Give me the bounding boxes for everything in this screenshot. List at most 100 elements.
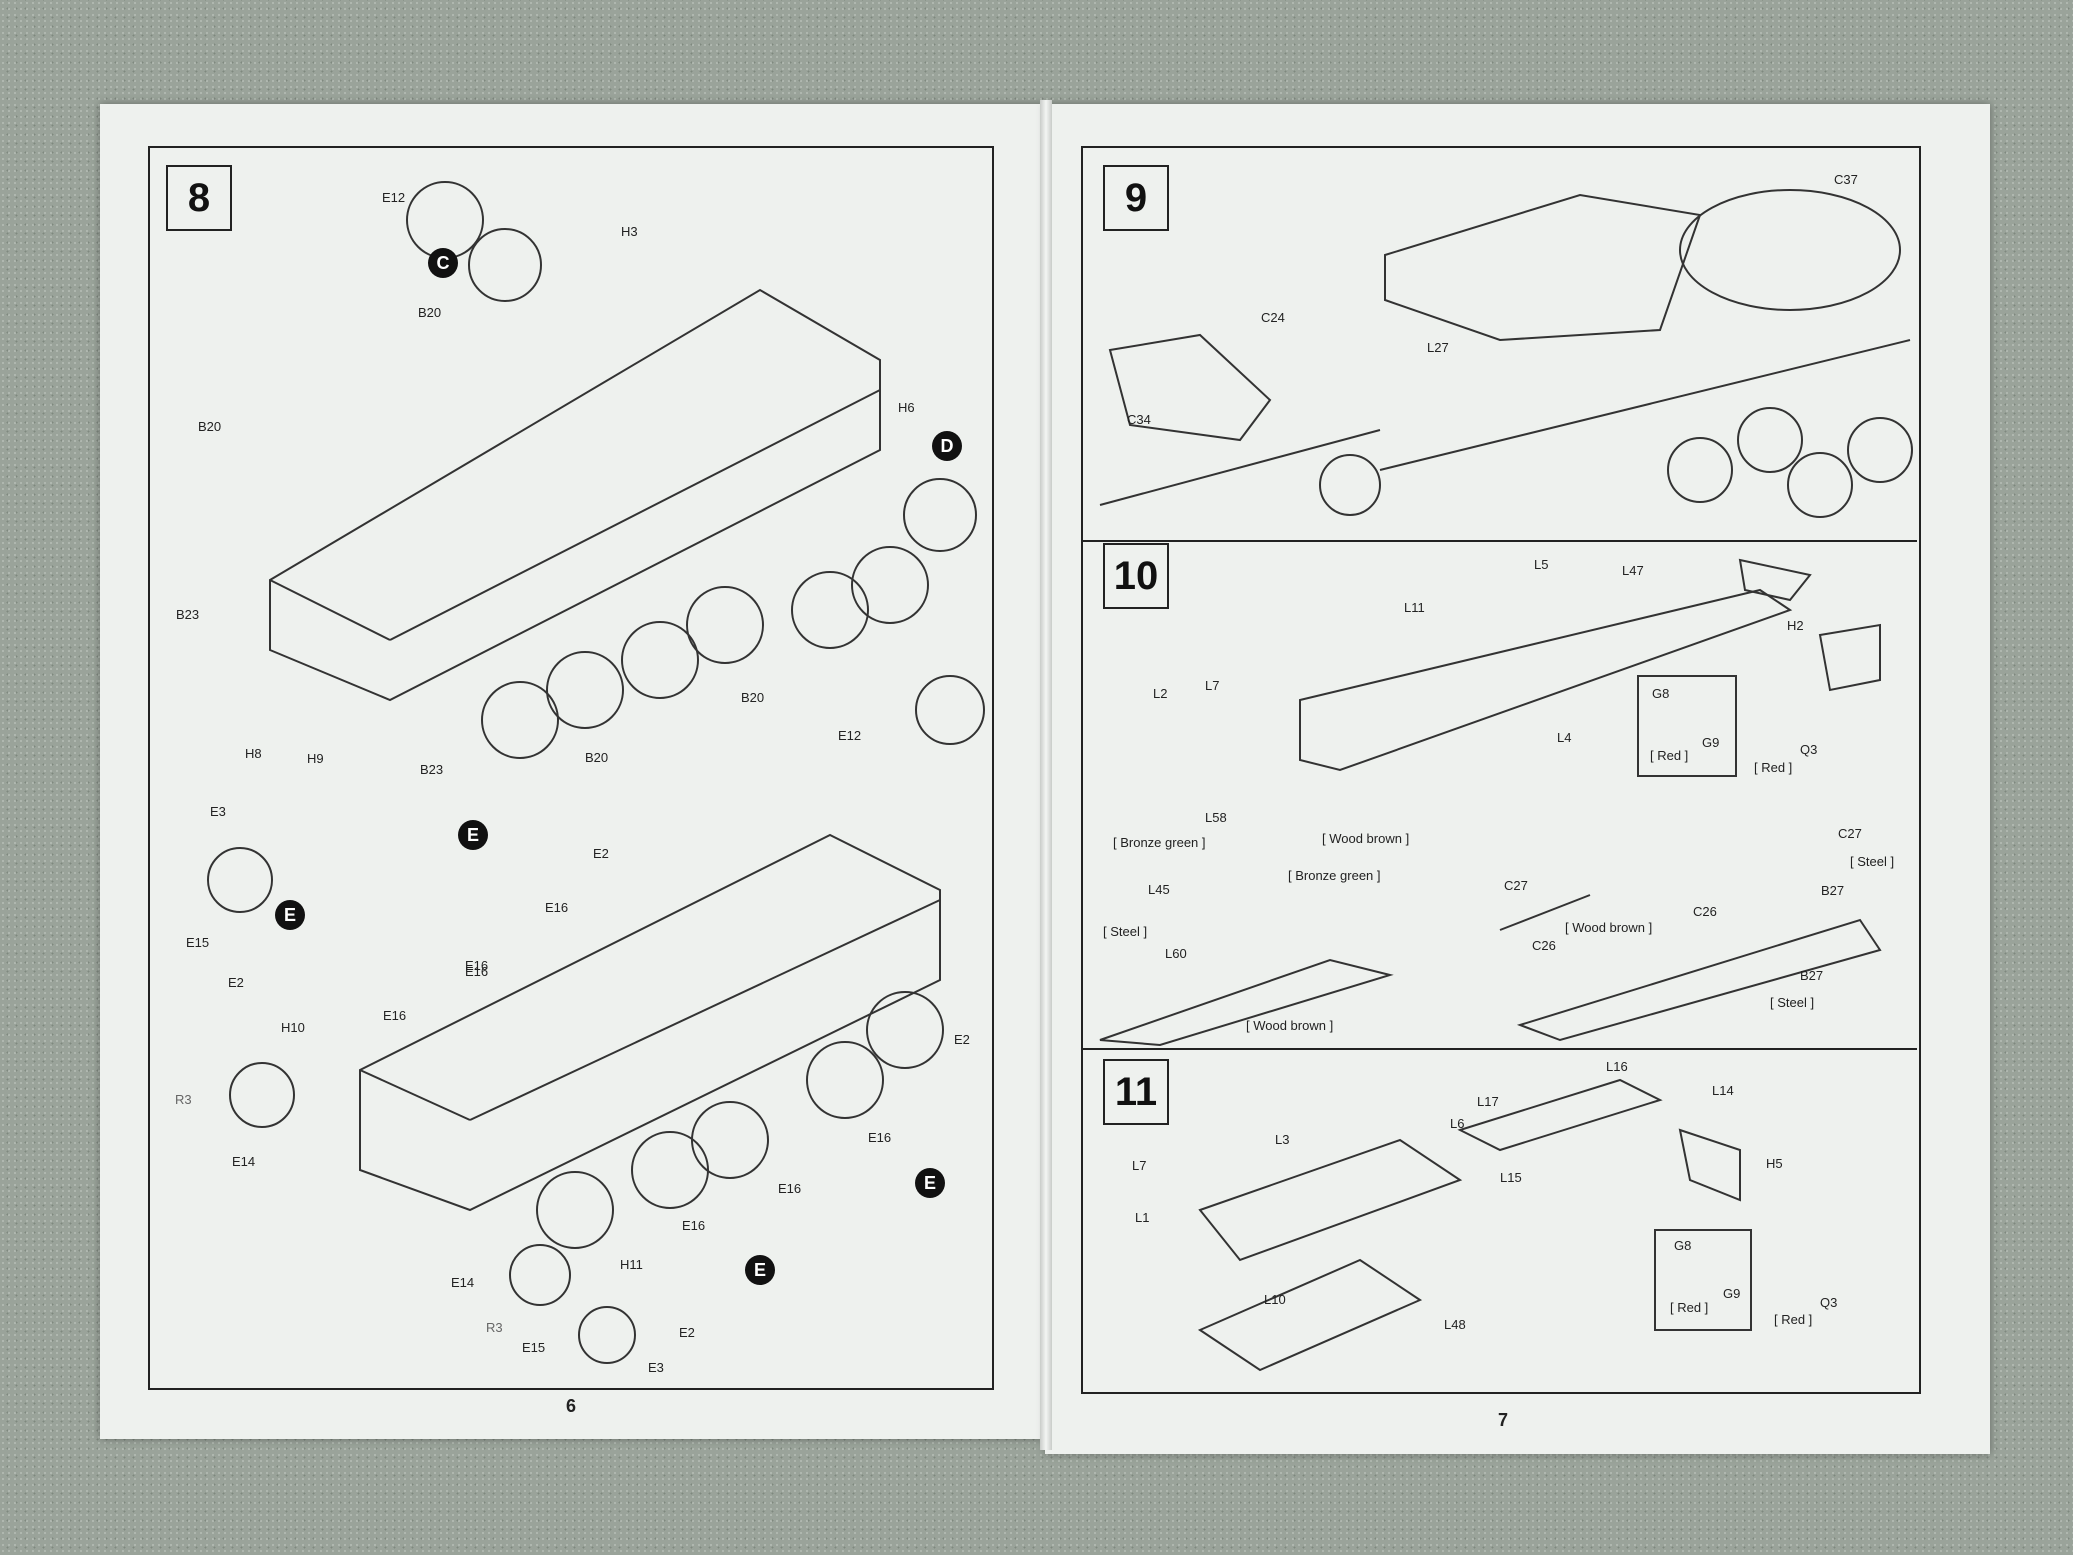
part-label: B27 xyxy=(1821,883,1845,898)
part-label: H11 xyxy=(620,1257,643,1272)
paint-label: [ Steel ] xyxy=(1770,995,1815,1010)
part-label: H10 xyxy=(281,1020,305,1035)
part-label: C26 xyxy=(1693,904,1717,919)
paint-label: [ Wood brown ] xyxy=(1565,920,1653,935)
part-label: C34 xyxy=(1127,412,1151,427)
paint-label: [ Bronze green ] xyxy=(1288,868,1381,883)
part-label: B20 xyxy=(418,305,442,320)
part-label: L16 xyxy=(1606,1059,1628,1074)
part-label: L7 xyxy=(1205,678,1220,693)
part-label: H8 xyxy=(245,746,262,761)
part-label: E14 xyxy=(232,1154,256,1169)
part-label: B23 xyxy=(176,607,200,622)
part-label: C27 xyxy=(1838,826,1862,841)
part-label: E16 xyxy=(465,964,489,979)
part-label: E16 xyxy=(383,1008,407,1023)
part-label: L2 xyxy=(1153,686,1168,701)
part-label: H5 xyxy=(1766,1156,1783,1171)
part-label: G9 xyxy=(1723,1286,1741,1301)
part-label: C26 xyxy=(1532,938,1556,953)
part-label: E12 xyxy=(382,190,406,205)
callout-e: E xyxy=(458,820,488,850)
part-label: E16 xyxy=(868,1130,892,1145)
paint-label: [ Steel ] xyxy=(1850,854,1895,869)
step-8-number: 8 xyxy=(166,165,232,231)
part-label: E14 xyxy=(451,1275,475,1290)
part-label: H9 xyxy=(307,751,324,766)
part-label: E2 xyxy=(954,1032,970,1047)
deck-plate xyxy=(1198,1138,1463,1262)
paint-label: [ Wood brown ] xyxy=(1322,831,1410,846)
part-label: L10 xyxy=(1264,1292,1286,1307)
step-9-divider xyxy=(1081,540,1917,542)
part-label: E3 xyxy=(210,804,226,819)
callout-d: D xyxy=(932,431,962,461)
step-10-divider xyxy=(1081,1048,1917,1050)
part-label: L5 xyxy=(1534,557,1549,572)
right-page xyxy=(1045,104,1990,1454)
part-label: L58 xyxy=(1205,810,1227,825)
part-label: E2 xyxy=(679,1325,695,1340)
part-label: L3 xyxy=(1275,1132,1290,1147)
paint-label: [ Red ] xyxy=(1754,760,1793,775)
paint-label: [ Bronze green ] xyxy=(1113,835,1206,850)
part-label: L47 xyxy=(1622,563,1644,578)
part-label: L7 xyxy=(1132,1158,1147,1173)
callout-e: E xyxy=(915,1168,945,1198)
step-10-number: 10 xyxy=(1103,543,1169,609)
paint-label: [ Red ] xyxy=(1650,748,1689,763)
part-label: Q3 xyxy=(1800,742,1818,757)
callout-e: E xyxy=(275,900,305,930)
callout-e: E xyxy=(745,1255,775,1285)
part-label: L60 xyxy=(1165,946,1187,961)
part-label: C37 xyxy=(1834,172,1858,187)
part-label: E15 xyxy=(186,935,210,950)
part-label: B20 xyxy=(198,419,222,434)
paint-label: [ Red ] xyxy=(1670,1300,1709,1315)
part-label: E16 xyxy=(682,1218,706,1233)
part-label: L4 xyxy=(1557,730,1572,745)
part-label: L48 xyxy=(1444,1317,1466,1332)
book-spine xyxy=(1040,100,1052,1450)
part-label: E16 xyxy=(545,900,569,915)
engine-deck-panel xyxy=(1299,588,1793,772)
drive-sprocket xyxy=(406,181,484,259)
part-label: Q3 xyxy=(1820,1295,1838,1310)
part-label: E3 xyxy=(648,1360,664,1375)
hull-lower xyxy=(359,833,941,1212)
part-label: L15 xyxy=(1500,1170,1522,1185)
part-label: G8 xyxy=(1674,1238,1692,1253)
part-label: E16 xyxy=(465,958,489,973)
paint-label: [ Steel ] xyxy=(1103,924,1148,939)
part-label: E15 xyxy=(522,1340,546,1355)
part-label: E16 xyxy=(778,1181,802,1196)
part-label: L14 xyxy=(1712,1083,1734,1098)
part-label: E2 xyxy=(593,846,609,861)
part-label: B20 xyxy=(585,750,609,765)
part-label: H2 xyxy=(1787,618,1804,633)
left-page xyxy=(100,104,1045,1439)
part-label: L6 xyxy=(1450,1116,1465,1131)
callout-c: C xyxy=(428,248,458,278)
part-label: R3 xyxy=(486,1320,503,1335)
part-label: E12 xyxy=(838,728,862,743)
part-label: L1 xyxy=(1135,1210,1150,1225)
hull-upper xyxy=(269,288,881,702)
part-label: E2 xyxy=(228,975,244,990)
step-9-10-11-frame xyxy=(1081,146,1921,1394)
step-9-number: 9 xyxy=(1103,165,1169,231)
part-label: B23 xyxy=(420,762,444,777)
paint-label: [ Red ] xyxy=(1774,1312,1813,1327)
part-label: L45 xyxy=(1148,882,1170,897)
part-label: C24 xyxy=(1261,310,1285,325)
part-label: C27 xyxy=(1504,878,1528,893)
paint-label: [ Wood brown ] xyxy=(1246,1018,1334,1033)
part-label: R3 xyxy=(175,1092,192,1107)
part-label: L27 xyxy=(1427,340,1449,355)
page-number-left: 6 xyxy=(566,1396,577,1416)
part-label: H3 xyxy=(621,224,638,239)
engine-deck xyxy=(1384,193,1702,342)
road-wheel xyxy=(481,681,559,759)
part-label: L11 xyxy=(1404,600,1425,615)
part-label: L17 xyxy=(1477,1094,1499,1109)
